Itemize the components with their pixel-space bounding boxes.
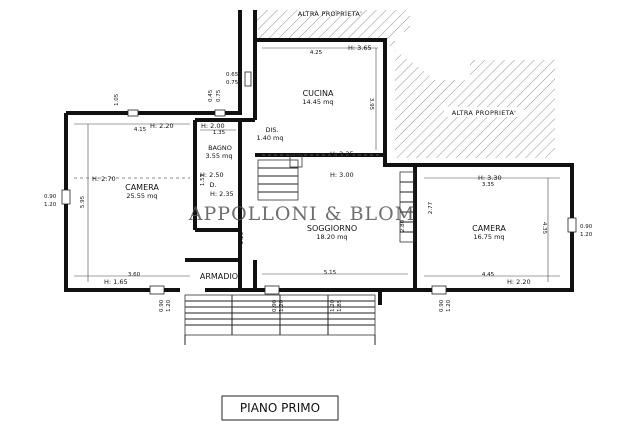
room-soggiorno: SOGGIORNO 18.20 mq H: 3.00 5.15 [307, 171, 357, 276]
room-height-bot: H: 1.65 [104, 278, 128, 286]
window-label: 0.65 [226, 72, 239, 78]
neighbor-label-top: ALTRA PROPRIETA' [298, 10, 362, 18]
room-height-top: H: 2.20 [150, 122, 174, 130]
dimension-label: 4.45 [482, 272, 495, 278]
window-label: 0.90 [439, 299, 445, 312]
room-name: CAMERA [472, 224, 506, 233]
staircase [257, 154, 415, 243]
window-label: 0.90 [159, 299, 165, 312]
room-area: 3.55 mq [206, 152, 233, 160]
room-height-top: H: 3.30 [478, 174, 502, 182]
room-area: 18.20 mq [316, 233, 347, 241]
windows [61, 71, 577, 295]
room-name: SOGGIORNO [307, 224, 357, 233]
misc-dimensions: 2.25 2.80 2.77 1.57 [200, 173, 434, 244]
dimension-label: 4.35 [541, 222, 547, 235]
dimension-label: 4.25 [310, 50, 323, 56]
window-label: 1.20 [580, 232, 593, 238]
plan-title: PIANO PRIMO [221, 395, 339, 421]
dimension-label: 2.77 [428, 201, 434, 214]
room-camera-east: CAMERA 16.75 mq H: 3.30 H: 2.20 3.35 4.4… [472, 174, 547, 286]
room-area: 1.40 mq [257, 134, 284, 142]
dimension-label: 1.35 [213, 130, 226, 136]
room-name: D. [209, 181, 216, 189]
room-name: CUCINA [303, 89, 334, 98]
room-armadio: ARMADIO [200, 272, 238, 281]
room-camera-west: CAMERA 25.55 mq H: 2.20 H: 2.70 H: 1.65 … [80, 122, 174, 286]
window-label: 0.75 [216, 89, 222, 102]
room-bagno: BAGNO 3.55 mq H: 2.00 1.35 [201, 122, 233, 160]
dimension-label: 3.95 [368, 98, 374, 111]
window-label: 0.75 [226, 80, 239, 86]
plan-title-text: PIANO PRIMO [240, 401, 320, 415]
room-height: H: 2.00 [201, 122, 225, 130]
room-height-mid: H: 2.70 [92, 175, 116, 183]
dimension-label: 1.57 [200, 173, 206, 186]
room-height: H: 3.65 [348, 44, 372, 52]
room-height: H: 3.00 [330, 171, 354, 179]
room-name: ARMADIO [200, 272, 238, 281]
neighbor-property-right: ALTRA PROPRIETA' [395, 50, 555, 158]
window-label: 1.20 [166, 299, 172, 312]
window-heights: 0.65 0.75 0.45 0.75 1.05 0.90 1.20 0.90 … [44, 72, 593, 312]
dimension-label: 2.25 [239, 231, 245, 244]
room-d: H: 2.50 D. H: 2.35 [200, 171, 234, 198]
room-height-bot: H: 2.20 [507, 278, 531, 286]
room-dis: DIS. 1.40 mq H: 2.35 [257, 126, 354, 158]
neighbor-property-top: ALTRA PROPRIETA' [255, 10, 410, 50]
room-name: DIS. [265, 126, 278, 134]
window-label: 0.45 [208, 89, 214, 102]
dimension-lines [74, 47, 560, 282]
room-cucina: CUCINA 14.45 mq H: 3.65 4.25 3.95 [302, 44, 374, 111]
window-label: 1.85 [337, 299, 343, 312]
walls [64, 10, 574, 305]
room-area: 25.55 mq [126, 192, 157, 200]
watermark-logo: APPOLLONI & BLOM [188, 203, 415, 225]
window-label: 1.20 [279, 299, 285, 312]
room-area: 14.45 mq [302, 98, 333, 106]
window-label: 1.20 [330, 299, 336, 312]
window-label: 1.05 [114, 93, 120, 106]
room-area: 16.75 mq [473, 233, 504, 241]
dimension-label: 3.35 [482, 182, 495, 188]
window-label: 0.90 [44, 194, 57, 200]
room-name: CAMERA [125, 183, 159, 192]
window-label: 0.90 [580, 224, 593, 230]
room-height-top: H: 2.50 [200, 171, 224, 179]
room-height: H: 2.35 [330, 150, 354, 158]
room-height-bot: H: 2.35 [210, 190, 234, 198]
external-steps [184, 294, 376, 345]
dimension-label: 2.80 [400, 219, 406, 232]
window-label: 0.90 [272, 299, 278, 312]
dimension-label: 5.15 [324, 270, 337, 276]
dimension-label: 3.60 [128, 272, 141, 278]
window-label: 1.20 [446, 299, 452, 312]
neighbor-label-right: ALTRA PROPRIETA' [452, 109, 516, 117]
window-label: 1.20 [44, 202, 57, 208]
dimension-label: 4.15 [134, 127, 147, 133]
dimension-label: 5.95 [80, 195, 86, 208]
room-name: BAGNO [208, 144, 232, 152]
